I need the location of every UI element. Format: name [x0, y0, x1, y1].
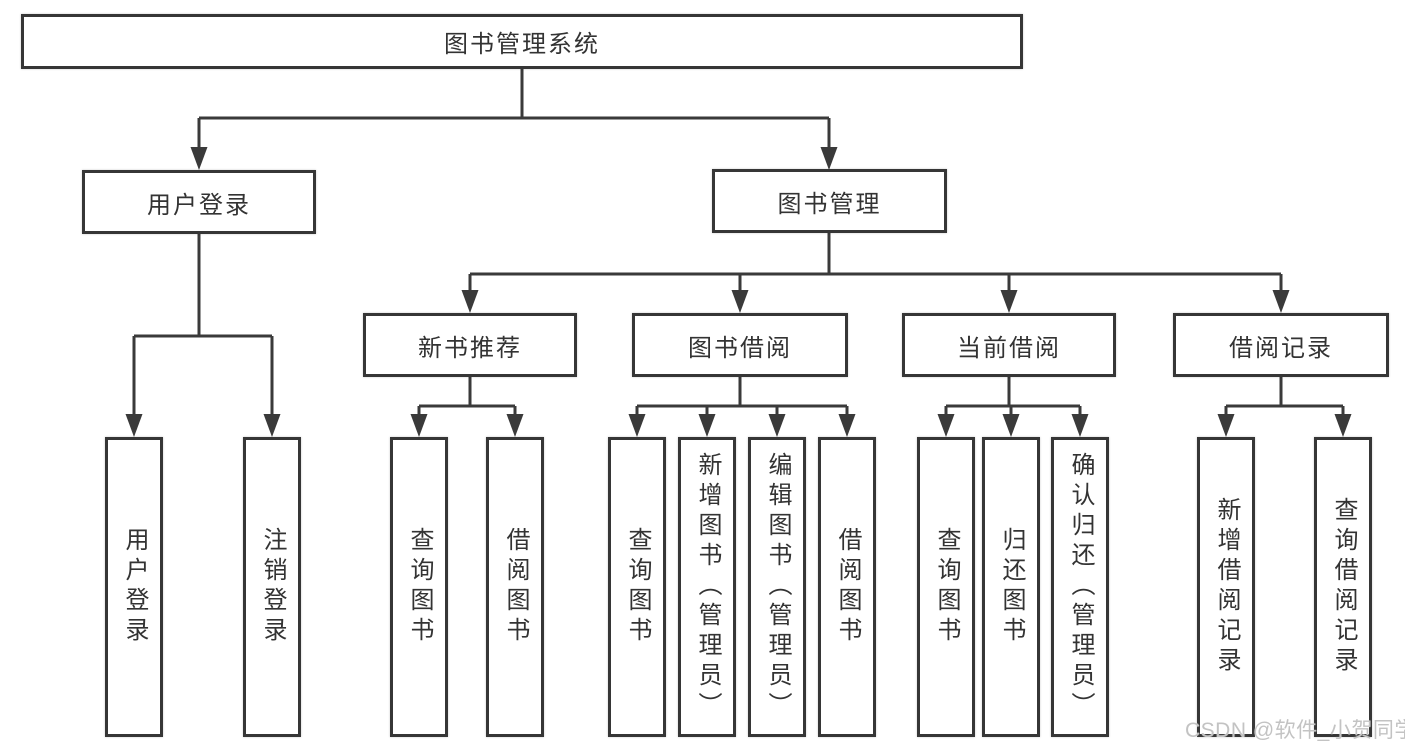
- node-label: 图书借阅: [688, 334, 792, 362]
- leaf-query-borrow-record: 查询借阅记录: [1314, 437, 1372, 737]
- node-label: 查询图书: [624, 527, 651, 647]
- leaf-add-book-admin: 新增图书（管理员）: [678, 437, 736, 737]
- arrow-down-icon: [461, 290, 479, 313]
- arrow-down-icon: [1217, 414, 1235, 437]
- leaf-user-login: 用户登录: [105, 437, 163, 737]
- arrow-down-icon: [937, 414, 955, 437]
- leaf-logout-login: 注销登录: [243, 437, 301, 737]
- arrow-down-icon: [1272, 290, 1290, 313]
- leaf-query-books-current: 查询图书: [917, 437, 975, 737]
- leaf-confirm-return-admin: 确认归还（管理员）: [1051, 437, 1109, 737]
- leaf-borrow-books-recommend: 借阅图书: [486, 437, 544, 737]
- node-label: 归还图书: [998, 527, 1025, 647]
- node-label: 图书管理: [777, 190, 882, 218]
- arrow-down-icon: [820, 147, 838, 170]
- node-label: 当前借阅: [957, 334, 1061, 362]
- node-label: 图书管理系统: [444, 31, 600, 58]
- node-label: 注销登录: [259, 527, 286, 647]
- leaf-query-books-recommend: 查询图书: [390, 437, 448, 737]
- node-label: 借阅图书: [502, 527, 529, 647]
- node-label: 用户登录: [121, 527, 148, 647]
- node-user-login: 用户登录: [82, 170, 316, 234]
- leaf-add-borrow-record: 新增借阅记录: [1197, 437, 1255, 737]
- node-label: 新书推荐: [418, 334, 522, 362]
- arrow-down-icon: [1002, 414, 1020, 437]
- node-book-borrowing: 图书借阅: [632, 313, 848, 377]
- node-label: 新增图书（管理员）: [694, 452, 721, 722]
- leaf-query-books-borrowing: 查询图书: [608, 437, 666, 737]
- node-label: 确认归还（管理员）: [1067, 452, 1094, 722]
- arrow-down-icon: [731, 290, 749, 313]
- node-label: 查询图书: [933, 527, 960, 647]
- node-label: 用户登录: [147, 191, 251, 219]
- csdn-watermark: CSDN @软件_小贺同学: [1185, 719, 1405, 742]
- node-library-system: 图书管理系统: [21, 14, 1023, 69]
- node-label: 借阅图书: [834, 527, 861, 647]
- leaf-edit-book-admin: 编辑图书（管理员）: [748, 437, 806, 737]
- node-current-borrowing: 当前借阅: [902, 313, 1116, 377]
- node-label: 查询图书: [406, 527, 433, 647]
- leaf-return-book: 归还图书: [982, 437, 1040, 737]
- arrow-down-icon: [698, 414, 716, 437]
- leaf-borrow-books: 借阅图书: [818, 437, 876, 737]
- arrow-down-icon: [263, 414, 281, 437]
- node-book-management: 图书管理: [712, 169, 947, 233]
- arrow-down-icon: [628, 414, 646, 437]
- node-label: 查询借阅记录: [1330, 497, 1357, 677]
- node-new-book-recommendation: 新书推荐: [363, 313, 577, 377]
- arrow-down-icon: [1071, 414, 1089, 437]
- arrow-down-icon: [1000, 290, 1018, 313]
- node-label: 借阅记录: [1229, 334, 1333, 362]
- arrow-down-icon: [410, 414, 428, 437]
- arrow-down-icon: [838, 414, 856, 437]
- arrow-down-icon: [190, 147, 208, 170]
- node-label: 编辑图书（管理员）: [764, 452, 791, 722]
- arrow-down-icon: [506, 414, 524, 437]
- arrow-down-icon: [768, 414, 786, 437]
- arrow-down-icon: [1334, 414, 1352, 437]
- node-borrowing-records: 借阅记录: [1173, 313, 1389, 377]
- node-label: 新增借阅记录: [1213, 497, 1240, 677]
- arrow-down-icon: [125, 414, 143, 437]
